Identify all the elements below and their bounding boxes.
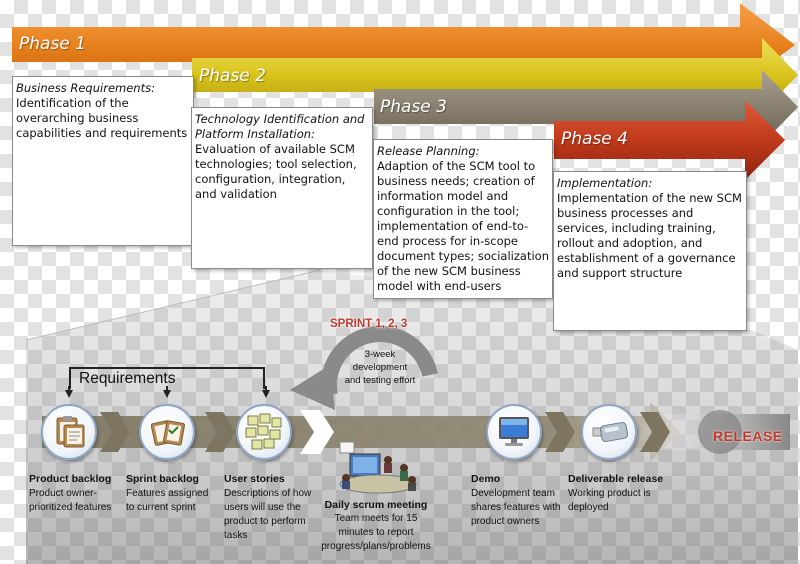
daily-scrum-description: Team meets for 15 minutes to report prog… — [321, 513, 431, 552]
monitor-icon — [499, 417, 529, 446]
sticky-notes-icon — [245, 413, 282, 450]
sprint-backlog-description: Features assigned to current sprint — [126, 488, 209, 513]
phase-2-title: Phase 2 — [199, 66, 266, 86]
clipboard-icon — [56, 416, 85, 448]
deliverable-release-circle — [581, 404, 637, 460]
product-backlog-circle — [41, 404, 97, 460]
release-label: RELEASE — [713, 428, 783, 444]
phase-3-arrow — [374, 70, 798, 144]
chevron-arrow-icon — [100, 412, 130, 452]
phase-4-heading: Implementation: — [557, 176, 653, 190]
chevron-arrow-icon — [205, 412, 235, 452]
meeting-icon — [339, 441, 417, 494]
phase-1-description: Identification of the overarching busine… — [16, 96, 188, 140]
requirements-pointer-icon — [163, 390, 171, 398]
phase-4-title: Phase 4 — [561, 129, 628, 149]
sprint-label: SPRINT 1, 2, 3 — [330, 318, 408, 330]
phase-1-arrow — [12, 3, 795, 86]
usb-drive-icon — [592, 421, 629, 443]
product-backlog-title: Product backlog — [29, 473, 112, 485]
deliverable-release-title: Deliverable release — [568, 473, 664, 485]
deliverable-release-description: Working product is deployed — [568, 488, 651, 513]
phase-4-box: Implementation: Implementation of the ne… — [553, 171, 747, 331]
clipboard-icon — [151, 420, 185, 446]
requirements-bracket: Requirements — [69, 367, 265, 389]
phase-3-title: Phase 3 — [380, 97, 447, 117]
product-backlog-description: Product owner-prioritized features — [29, 488, 112, 513]
demo-title: Demo — [471, 473, 501, 485]
phase-3-description: Adaption of the SCM tool to business nee… — [377, 159, 549, 293]
user-stories-description: Descriptions of how users will use the p… — [224, 488, 312, 541]
requirements-pointer-icon — [65, 390, 73, 398]
phase-3-box: Release Planning: Adaption of the SCM to… — [373, 139, 553, 299]
phase-2-heading: Technology Identification and Platform I… — [195, 112, 365, 141]
phase-3-heading: Release Planning: — [377, 144, 480, 158]
chevron-arrow-icon — [545, 412, 575, 452]
user-stories-circle — [236, 404, 292, 460]
requirements-pointer-icon — [262, 390, 270, 398]
phase-2-arrow — [192, 38, 798, 112]
user-stories-title: User stories — [224, 473, 285, 485]
phase-1-box: Business Requirements: Identification of… — [12, 76, 194, 246]
chevron-arrow-icon — [640, 412, 670, 452]
phase-2-description: Evaluation of available SCM technologies… — [195, 142, 357, 201]
phase-4-arrow — [554, 100, 785, 180]
sprint-backlog-circle — [139, 404, 195, 460]
cycle-arrowhead-icon — [290, 365, 335, 410]
daily-scrum-title: Daily scrum meeting — [324, 499, 428, 511]
chevron-arrow-icon — [300, 410, 334, 454]
phase-1-heading: Business Requirements: — [16, 81, 155, 95]
demo-description: Development team shares features with pr… — [471, 488, 561, 527]
sprint-cycle-description: 3-week development and testing effort — [344, 349, 416, 386]
phase-4-description: Implementation of the new SCM business p… — [557, 191, 742, 280]
sprint-backlog-title: Sprint backlog — [126, 473, 199, 485]
phase-1-title: Phase 1 — [19, 34, 86, 54]
requirements-label: Requirements — [79, 370, 176, 387]
phase-2-box: Technology Identification and Platform I… — [191, 107, 373, 269]
demo-circle — [486, 404, 542, 460]
